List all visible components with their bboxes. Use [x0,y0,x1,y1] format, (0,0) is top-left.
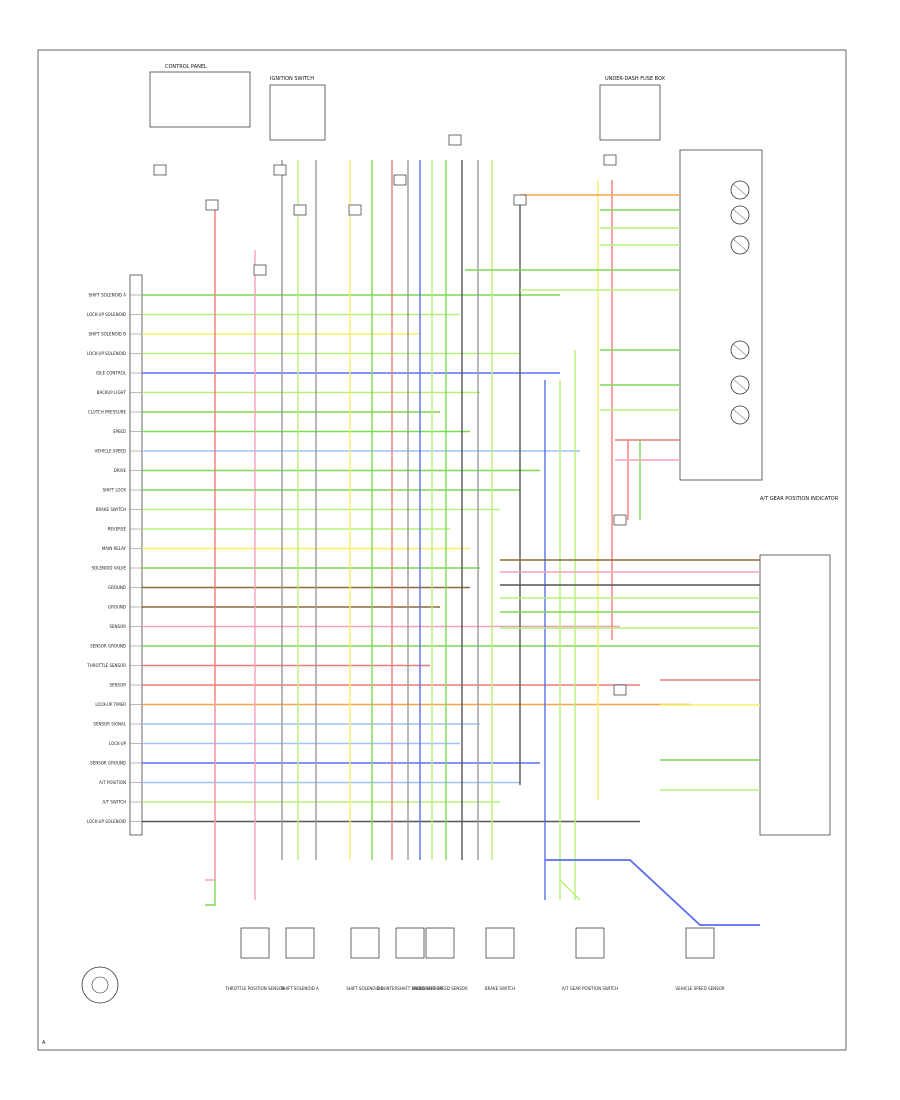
bulb-filament [732,378,748,392]
sensor-label: VEHICLE SPEED SENSOR [675,986,724,991]
connector-icon [153,164,167,176]
connector-icon [513,194,527,206]
ecu-pin-label: GROUND [108,585,126,590]
connector-icon [273,164,287,176]
ecu-pin-label: LOCK-UP TIMER [95,702,126,707]
bulb-filament [732,208,748,222]
connector-icon [293,204,307,216]
ecu-pin-label: BACKUP LIGHT [97,390,127,395]
sensor-label: A/T GEAR POSITION SWITCH [562,986,618,991]
wire-harness [142,160,760,926]
connector-icon [348,204,362,216]
connector-icon [205,199,219,211]
bulb-filament [732,238,748,252]
speed-sensor-icon [81,966,119,1004]
footer-code: A [42,1040,46,1046]
bulb-filament [732,343,748,357]
sensor-label: SHIFT SOLENOID B [346,986,384,991]
gear-position-indicator: A/T GEAR POSITION INDICATOR [679,149,839,502]
connector-icon [393,174,407,186]
ecu-pin-label: SENSOR [109,683,126,688]
connector-icon [603,154,617,166]
sensor-label: MAINSHAFT SPEED SENSOR [412,986,468,991]
connector-icon [253,264,267,276]
svg-text:CONTROL PANEL: CONTROL PANEL [165,64,207,70]
speed-sensor-core [91,976,109,994]
ecu-pin-label: MAIN RELAY [102,546,127,551]
ecu-pin-label: GROUND [108,605,126,610]
svg-text:IGNITION SWITCH: IGNITION SWITCH [270,76,314,82]
left-sensor-wire [205,880,216,906]
ecu-pin-label: A/T SWITCH [103,800,126,805]
vss-wire [545,859,760,926]
control-panel-box: CONTROL PANEL [149,64,251,128]
sensor-box [425,927,455,959]
ecu-pin-label: A/T POSITION [99,780,126,785]
bulb-filament [732,183,748,197]
indicator-bulbs [730,180,750,425]
fuse-box-right: UNDER-DASH FUSE BOX [599,76,666,141]
ecu-pin-label: SOLENOID VALVE [92,566,127,571]
ecu-pin-label: SENSOR [109,624,126,629]
ecu-pin-label: BRAKE SWITCH [96,507,126,512]
ecu-pin-label: CLUTCH PRESSURE [88,410,127,415]
shift-position-switch [759,554,831,836]
ecu-pin-label: REVERSE [108,527,127,532]
sensor-label: COUNTERSHAFT SPEED SENSOR [378,986,443,991]
bulb-filament [732,408,748,422]
ecu-pin-label: SENSOR GROUND [90,644,126,649]
connectors [153,134,627,696]
sensor-label: THROTTLE POSITION SENSOR [224,986,284,991]
diagram-frame [37,49,847,1051]
sensor-label: SHIFT SOLENOID A [281,986,319,991]
ecu-pin-label: LOCK-UP SOLENOID [87,819,126,824]
brake-wire [559,879,581,901]
sensor-box [485,927,515,959]
ecu-pin-label: SPEED [113,429,126,434]
connector-icon [613,684,627,696]
ecu-pin-label: SENSOR GROUND [90,761,126,766]
ecu-pin-label: LOCK-UP [109,741,127,746]
sensor-label: BRAKE SWITCH [485,986,515,991]
ecu-pin-label: SENSOR SIGNAL [93,722,126,727]
svg-text:A/T GEAR POSITION INDICATOR: A/T GEAR POSITION INDICATOR [760,496,839,502]
sensor-box [575,927,605,959]
ecu-connector-strip [129,274,143,836]
ecu-pin-label: SHIFT SOLENOID B [88,332,126,337]
sensor-box [240,927,270,959]
connector-icon [613,514,627,526]
ecu-pin-label: LOCK-UP SOLENOID [87,351,126,356]
connector-icon [448,134,462,146]
ecu-pin-label: DRIVE [114,468,127,473]
ecu-pin-label: IDLE CONTROL [96,371,127,376]
ecu-pin-label: THROTTLE SENSOR [86,663,126,668]
sensor-box [285,927,315,959]
sensor-box [350,927,380,959]
sensor-box [685,927,715,959]
ecu-pin-label: LOCK-UP SOLENOID [87,312,126,317]
ecu-pin-labels: SHIFT SOLENOID A LOCK-UP SOLENOID SHIFT SO… [86,293,142,824]
ecu-pin-label: VEHICLE SPEED [95,449,126,454]
ecu-pin-label: SHIFT LOCK [103,488,127,493]
ecu-pin-label: SHIFT SOLENOID A [88,293,126,298]
ignition-switch-box: IGNITION SWITCH [269,76,326,141]
left-sensor-wire [205,700,216,881]
svg-text:UNDER-DASH FUSE BOX: UNDER-DASH FUSE BOX [605,76,666,82]
sensor-box [395,927,425,959]
